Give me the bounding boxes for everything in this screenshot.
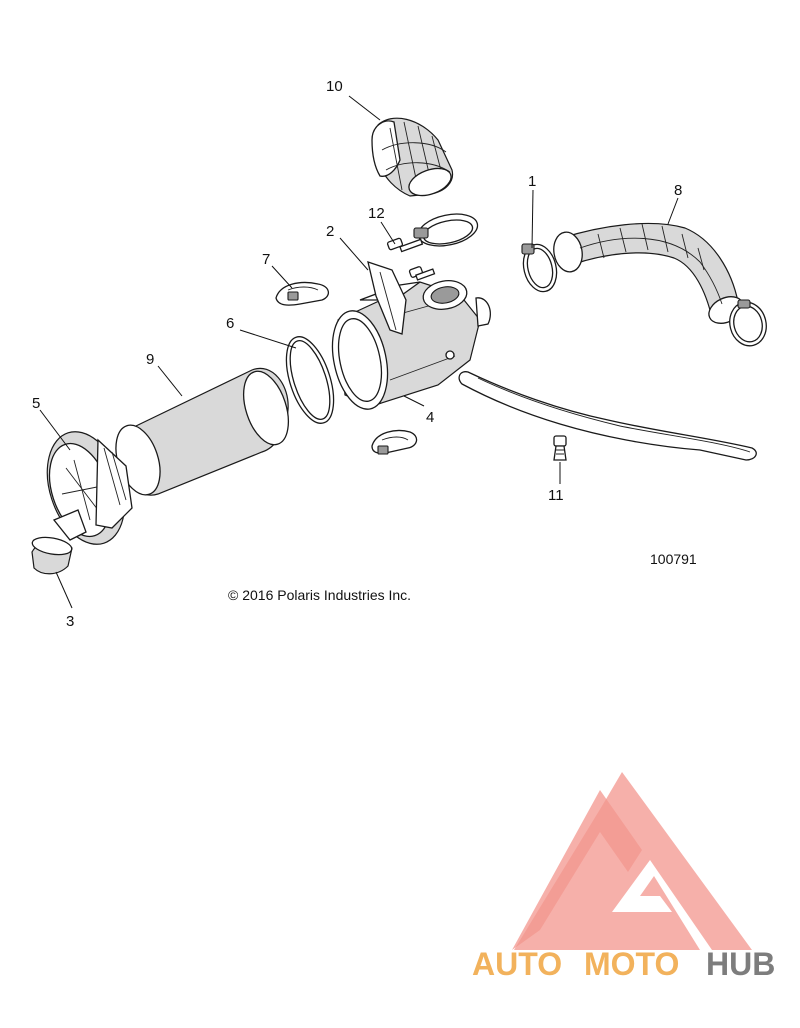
callout-2: 2 xyxy=(326,223,334,240)
watermark-word-auto: AUTO xyxy=(472,946,562,982)
part-9-air-filter xyxy=(115,367,290,496)
part-6-o-ring xyxy=(285,336,335,424)
watermark-word-hub: HUB xyxy=(706,946,775,982)
part-8-intake-hose xyxy=(553,222,744,324)
callout-8: 8 xyxy=(674,182,682,199)
part-10-intake-elbow xyxy=(371,117,454,197)
part-12-clamp-ring xyxy=(413,213,479,247)
callout-5: 5 xyxy=(32,395,40,412)
figure-number: 100791 xyxy=(650,551,697,567)
part-12-bolts xyxy=(386,237,436,281)
part-7-clamp-lower xyxy=(371,429,418,455)
callout-11: 11 xyxy=(548,487,564,504)
callout-7: 7 xyxy=(262,251,270,268)
watermark-logo xyxy=(512,772,752,950)
part-8-end-clamp xyxy=(729,299,767,347)
breather-tube xyxy=(458,371,757,461)
callout-1: 1 xyxy=(528,173,536,190)
leader-lines xyxy=(39,95,679,609)
callout-labels: 10 1 8 12 2 7 6 9 5 4 11 3 xyxy=(32,78,682,630)
part-4-airbox-housing xyxy=(331,280,491,410)
copyright-notice: © 2016 Polaris Industries Inc. xyxy=(228,587,411,603)
callout-9: 9 xyxy=(146,351,154,368)
part-11-push-pin xyxy=(553,435,567,461)
callout-3: 3 xyxy=(66,613,74,630)
callout-4: 4 xyxy=(426,409,434,426)
watermark-word-moto: MOTO xyxy=(584,946,679,982)
part-3-drain-valve xyxy=(31,536,73,575)
callout-12: 12 xyxy=(368,205,385,222)
part-7-clamp xyxy=(275,281,329,306)
watermark-text: AUTO MOTO HUB xyxy=(472,946,775,982)
callout-10: 10 xyxy=(326,78,343,95)
callout-6: 6 xyxy=(226,315,234,332)
part-2-bracket xyxy=(367,261,407,335)
part-5-airbox-cover xyxy=(46,431,133,545)
part-1-hose-clamp xyxy=(521,243,558,293)
